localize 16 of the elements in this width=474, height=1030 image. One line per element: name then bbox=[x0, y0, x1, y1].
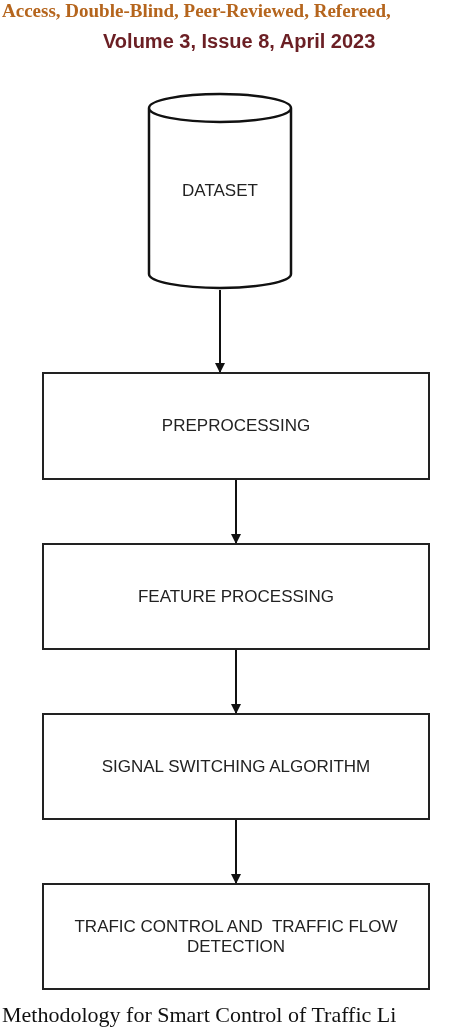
arrow bbox=[231, 819, 241, 884]
node-label: FEATURE PROCESSING bbox=[136, 586, 336, 607]
node-label: SIGNAL SWITCHING ALGORITHM bbox=[100, 756, 372, 777]
node-label: DATASET bbox=[181, 181, 259, 201]
header-text: Access, Double-Blind, Peer-Reviewed, Refereed, bbox=[2, 0, 391, 22]
arrow bbox=[215, 289, 225, 373]
issue-heading: Volume 3, Issue 8, April 2023 bbox=[103, 30, 376, 53]
figure-caption: Methodology for Smart Control of Traffic Li bbox=[2, 1002, 397, 1028]
node-label: TRAFIC CONTROL AND TRAFFIC FLOW DETECTION bbox=[73, 916, 399, 957]
arrow bbox=[231, 649, 241, 714]
process-box bbox=[42, 372, 430, 480]
process-box bbox=[42, 543, 430, 650]
process-box bbox=[42, 713, 430, 820]
arrow bbox=[231, 479, 241, 544]
node-label: PREPROCESSING bbox=[160, 416, 312, 436]
process-box bbox=[42, 883, 430, 990]
